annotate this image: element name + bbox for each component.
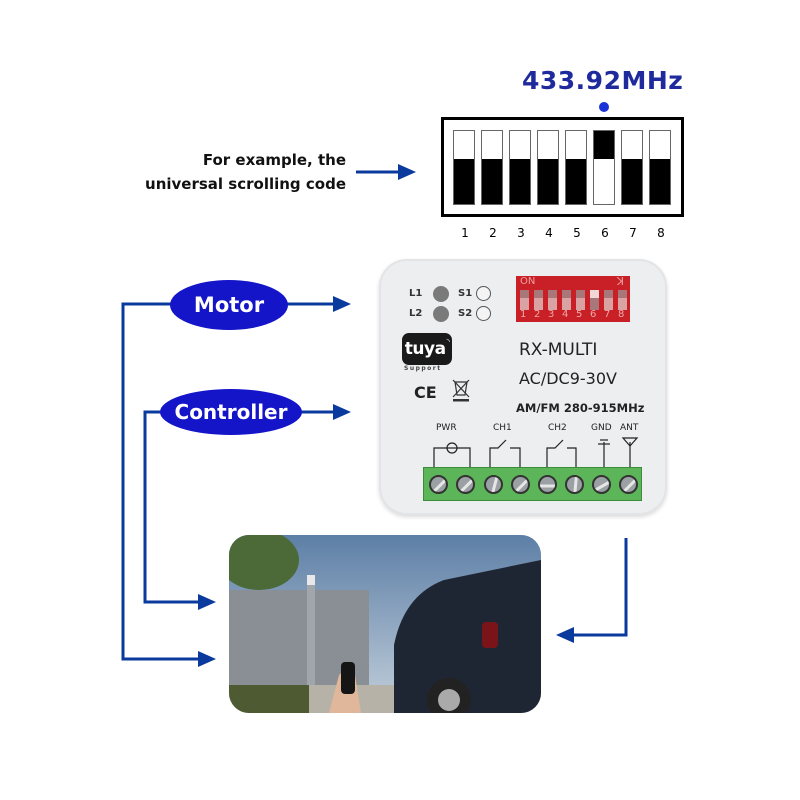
- gate-post: [307, 585, 315, 685]
- terminal-label-ch2: CH2: [548, 423, 567, 433]
- dip-on-label: ON: [520, 276, 536, 287]
- motor-label-oval: Motor: [170, 280, 288, 330]
- terminal-block: [423, 467, 642, 501]
- switch-6-indicator-dot: [599, 102, 609, 112]
- device-dip-number: 6: [590, 309, 597, 320]
- terminal-screw: [538, 475, 557, 494]
- device-dip-2: [534, 290, 543, 310]
- device-dip-number: 4: [562, 309, 569, 320]
- led-label-l2: L2: [409, 308, 423, 319]
- device-dip-7: [604, 290, 613, 310]
- terminal-label-ant: ANT: [620, 423, 639, 433]
- dip-number: 5: [573, 226, 581, 240]
- terminal-screw: [456, 475, 475, 494]
- controller-label-oval: Controller: [160, 389, 302, 435]
- remote-control-icon: [341, 662, 355, 694]
- terminal-screw: [619, 475, 638, 494]
- dip-switch-5: [565, 130, 587, 205]
- car-rim: [438, 689, 460, 711]
- button-s2: [476, 306, 491, 321]
- terminal-label-pwr: PWR: [436, 423, 457, 433]
- gate-light: [307, 575, 315, 585]
- terminal-screw: [429, 475, 448, 494]
- voltage-spec: AC/DC9-30V: [519, 369, 617, 388]
- dip-switch-diagram: [441, 117, 684, 217]
- terminal-label-gnd: GND: [591, 423, 612, 433]
- tuya-support-label: Support: [404, 365, 442, 372]
- frequency-label: 433.92MHz: [522, 66, 684, 95]
- gate-scene-photo: [229, 535, 541, 713]
- motor-photo-arrowhead: [198, 651, 216, 667]
- dip-number: 2: [489, 226, 497, 240]
- car-tail-light: [482, 622, 498, 648]
- dip-switch-6: [593, 130, 615, 205]
- terminal-screw: [511, 475, 530, 494]
- terminal-screw: [592, 475, 611, 494]
- terminal-screw: [565, 475, 584, 494]
- ce-mark-icon: CE: [414, 383, 437, 402]
- terminal-label-ch1: CH1: [493, 423, 512, 433]
- device-dip-4: [562, 290, 571, 310]
- dip-number: 3: [517, 226, 525, 240]
- device-dip-number: 7: [604, 309, 611, 320]
- button-label-s1: S1: [458, 288, 473, 299]
- motor-to-photo-line: [121, 302, 200, 661]
- led-l2-indicator: [433, 306, 449, 322]
- dip-number: 6: [601, 226, 609, 240]
- controller-to-photo-line: [143, 410, 200, 604]
- device-dip-6: [590, 290, 599, 310]
- car: [394, 560, 541, 713]
- wiring-schematic: [433, 437, 639, 468]
- dip-switch-4: [537, 130, 559, 205]
- wifi-icon: ◝: [446, 337, 450, 346]
- gate-scene-illustration: [229, 535, 541, 713]
- tuya-brand-text: tuya: [404, 339, 446, 359]
- device-to-photo-line: [572, 538, 628, 637]
- device-dip-8: [618, 290, 627, 310]
- dip-number: 7: [629, 226, 637, 240]
- dip-switch-7: [621, 130, 643, 205]
- device-dip-number: 2: [534, 309, 541, 320]
- button-s1: [476, 286, 491, 301]
- device-dip-number: 8: [618, 309, 625, 320]
- example-caption-line2: universal scrolling code: [145, 175, 346, 193]
- dip-number: 8: [657, 226, 665, 240]
- device-photo-arrowhead: [556, 627, 574, 643]
- dip-number: 1: [461, 226, 469, 240]
- device-dip-number: 1: [520, 309, 527, 320]
- device-dip-3: [548, 290, 557, 310]
- dip-number: 4: [545, 226, 553, 240]
- device-dip-number: 5: [576, 309, 583, 320]
- dip-switch-2: [481, 130, 503, 205]
- example-arrowhead: [398, 164, 416, 180]
- lawn: [229, 680, 309, 713]
- frequency-band: AM/FM 280-915MHz: [516, 401, 645, 415]
- controller-photo-arrowhead: [198, 594, 216, 610]
- device-dip-5: [576, 290, 585, 310]
- led-l1-indicator: [433, 286, 449, 302]
- led-label-l1: L1: [409, 288, 423, 299]
- motor-arrowhead: [333, 296, 351, 312]
- dip-switch-3: [509, 130, 531, 205]
- device-dip-1: [520, 290, 529, 310]
- device-dip-switch: ON ꓘ 1 2 3 4 5 6 7 8: [516, 275, 630, 322]
- controller-arrowhead: [333, 404, 351, 420]
- device-dip-number: 3: [548, 309, 555, 320]
- button-label-s2: S2: [458, 308, 473, 319]
- dip-logo-icon: ꓘ: [616, 275, 624, 288]
- weee-bin-icon: [452, 379, 470, 402]
- tuya-logo: tuya◝: [402, 333, 452, 365]
- example-caption-line1: For example, the: [202, 151, 346, 169]
- model-name: RX-MULTI: [519, 340, 598, 360]
- dip-switch-8: [649, 130, 671, 205]
- dip-switch-1: [453, 130, 475, 205]
- tree: [229, 535, 299, 590]
- terminal-screw: [484, 475, 503, 494]
- example-caption: For example, the universal scrolling cod…: [140, 148, 346, 196]
